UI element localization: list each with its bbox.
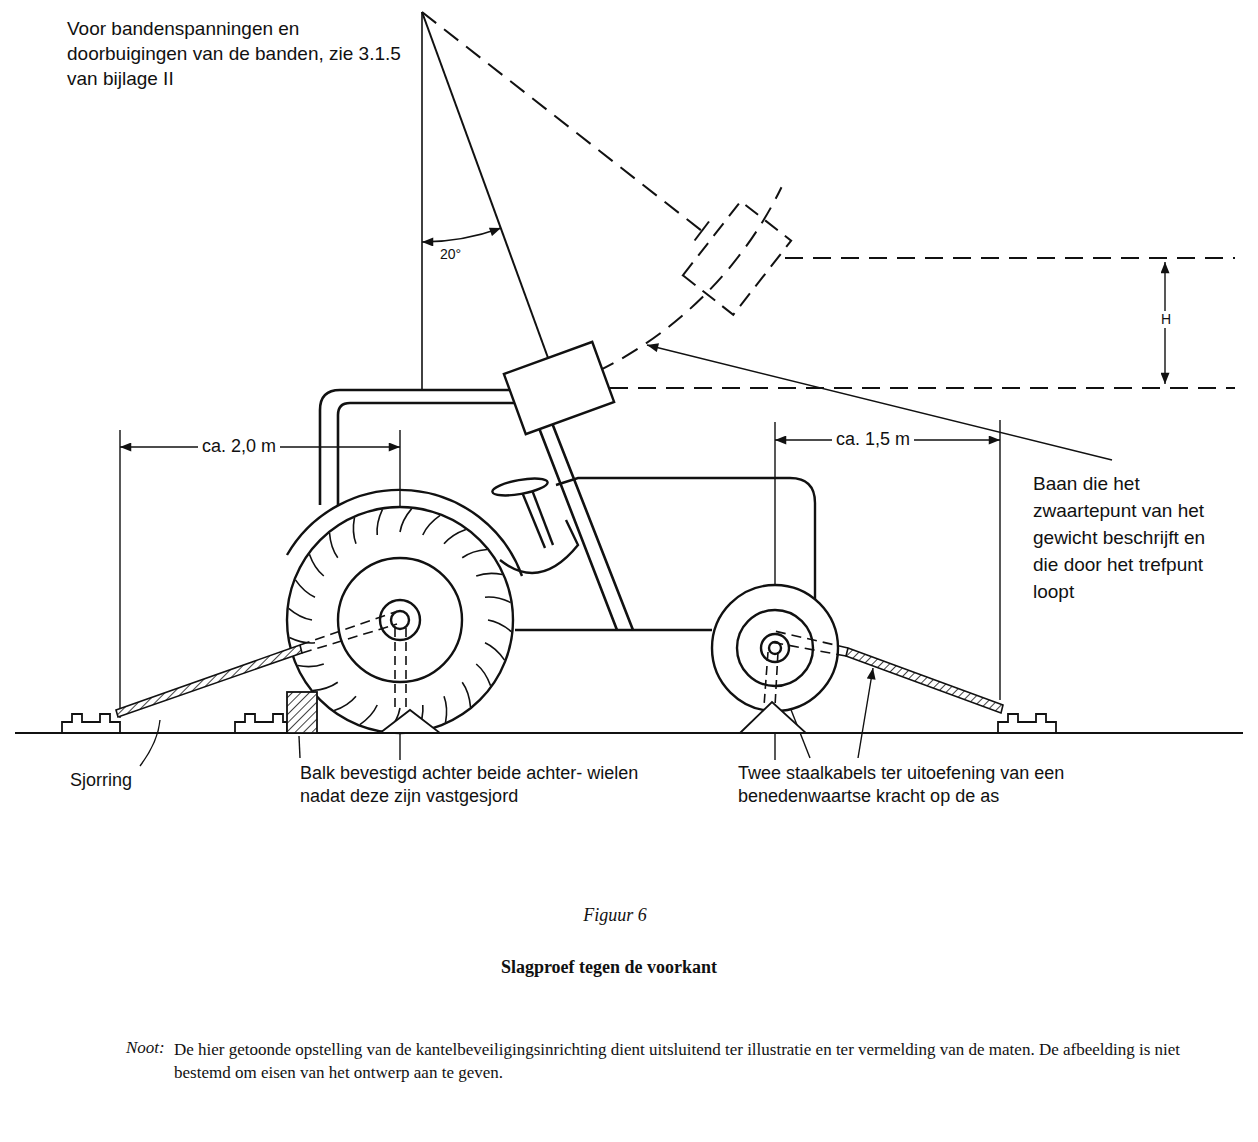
callout-text: Baan die het zwaartepunt van het gewicht… bbox=[1033, 470, 1213, 605]
tyre-tread bbox=[353, 518, 356, 544]
tyre-tread bbox=[298, 664, 324, 667]
wheel-block bbox=[287, 692, 317, 733]
tractor-body bbox=[500, 520, 578, 573]
wheel-block bbox=[287, 692, 317, 733]
front-wheel bbox=[712, 585, 838, 711]
rear-wheel bbox=[380, 600, 420, 640]
height-dimension bbox=[610, 258, 1235, 388]
lashing-strap bbox=[771, 642, 846, 656]
impact-weight bbox=[504, 342, 614, 434]
note-label: Noot: bbox=[126, 1038, 165, 1058]
tyre-tread bbox=[377, 509, 382, 535]
pendulum bbox=[695, 222, 709, 241]
tyre-tread bbox=[485, 643, 505, 660]
tyre-tread bbox=[295, 580, 315, 597]
lashing-strap bbox=[116, 645, 302, 717]
front-wheel bbox=[737, 610, 813, 686]
tyre-tread bbox=[444, 529, 466, 543]
tractor-body bbox=[522, 492, 545, 548]
tractor-body bbox=[515, 629, 712, 631]
ground-anchor bbox=[740, 702, 806, 733]
figure-title: Slagproef tegen de voorkant bbox=[4, 957, 1214, 978]
pendulum bbox=[422, 228, 501, 242]
steel-cable bbox=[394, 628, 396, 712]
tyre-tread bbox=[423, 515, 440, 535]
rear-wheel bbox=[287, 507, 513, 733]
tyre-tread bbox=[313, 682, 338, 690]
ground-line bbox=[15, 732, 1243, 734]
ground-anchor bbox=[235, 714, 287, 733]
rear-wheel bbox=[338, 558, 462, 682]
lashing-strap bbox=[770, 630, 848, 648]
tyre-tread bbox=[444, 696, 447, 722]
tyre-tread bbox=[462, 682, 470, 707]
tractor-body bbox=[491, 475, 549, 499]
lashing-strap bbox=[302, 624, 397, 653]
tyre-tread bbox=[334, 696, 356, 710]
angle-label: 20° bbox=[440, 246, 461, 263]
callout-text: Twee staalkabels ter uitoefening van een… bbox=[738, 762, 1143, 808]
tyre-tread bbox=[485, 597, 511, 602]
lashing-strap bbox=[846, 648, 1003, 713]
dimension-line bbox=[999, 420, 1000, 700]
dimension-label: ca. 1,5 m bbox=[832, 429, 914, 451]
tyre-tread bbox=[476, 573, 502, 576]
note-text: Voor bandenspanningen en doorbuigingen v… bbox=[67, 16, 407, 91]
leader-line bbox=[140, 720, 160, 766]
tyre-tread bbox=[289, 638, 315, 643]
pendulum bbox=[421, 12, 423, 390]
dimension-line bbox=[120, 420, 1000, 760]
pendulum bbox=[422, 12, 559, 388]
tyre-tread bbox=[488, 620, 511, 632]
tyre-tread bbox=[289, 608, 312, 620]
front-wheel bbox=[712, 585, 838, 711]
rear-wheel bbox=[287, 507, 513, 733]
lashing-strap bbox=[116, 612, 1003, 717]
dimension-label: ca. 2,0 m bbox=[198, 436, 280, 458]
tyre-tread bbox=[289, 509, 512, 732]
ground-line bbox=[15, 732, 1243, 734]
ground-anchor bbox=[62, 702, 1056, 733]
steel-cable bbox=[405, 628, 407, 712]
tyre-tread bbox=[476, 664, 490, 686]
steel-cable bbox=[764, 652, 768, 706]
tyre-tread bbox=[309, 554, 323, 576]
leader-line bbox=[858, 668, 873, 758]
tyre-tread bbox=[400, 509, 412, 532]
leader-line bbox=[299, 736, 300, 758]
figure-number: Figuur 6 bbox=[10, 905, 1220, 927]
steel-cable bbox=[395, 628, 778, 712]
ground-anchor bbox=[62, 714, 120, 733]
callout-text: Balk bevestigd achter beide achter- wiel… bbox=[300, 762, 685, 808]
height-dimension bbox=[610, 387, 1235, 389]
pendulum bbox=[422, 12, 702, 231]
pendulum bbox=[683, 201, 791, 314]
ground-anchor bbox=[380, 710, 440, 733]
dimension-line bbox=[119, 430, 120, 718]
front-wheel bbox=[761, 634, 789, 662]
impact-weight bbox=[504, 342, 614, 434]
tyre-tread bbox=[462, 550, 487, 558]
leader-line bbox=[140, 345, 1112, 766]
callout-text: Sjorring bbox=[70, 770, 132, 792]
steel-cable bbox=[775, 652, 778, 706]
ground-anchor bbox=[998, 714, 1056, 733]
dimension-label: H bbox=[1157, 311, 1175, 328]
pendulum bbox=[422, 12, 791, 392]
note-text: De hier getoonde opstelling van de kante… bbox=[174, 1038, 1224, 1084]
rear-wheel bbox=[391, 611, 409, 629]
tyre-tread bbox=[330, 533, 338, 558]
tyre-tread bbox=[360, 705, 377, 725]
leader-line bbox=[647, 345, 1112, 460]
height-dimension bbox=[785, 257, 1235, 259]
tractor-body bbox=[532, 490, 553, 545]
